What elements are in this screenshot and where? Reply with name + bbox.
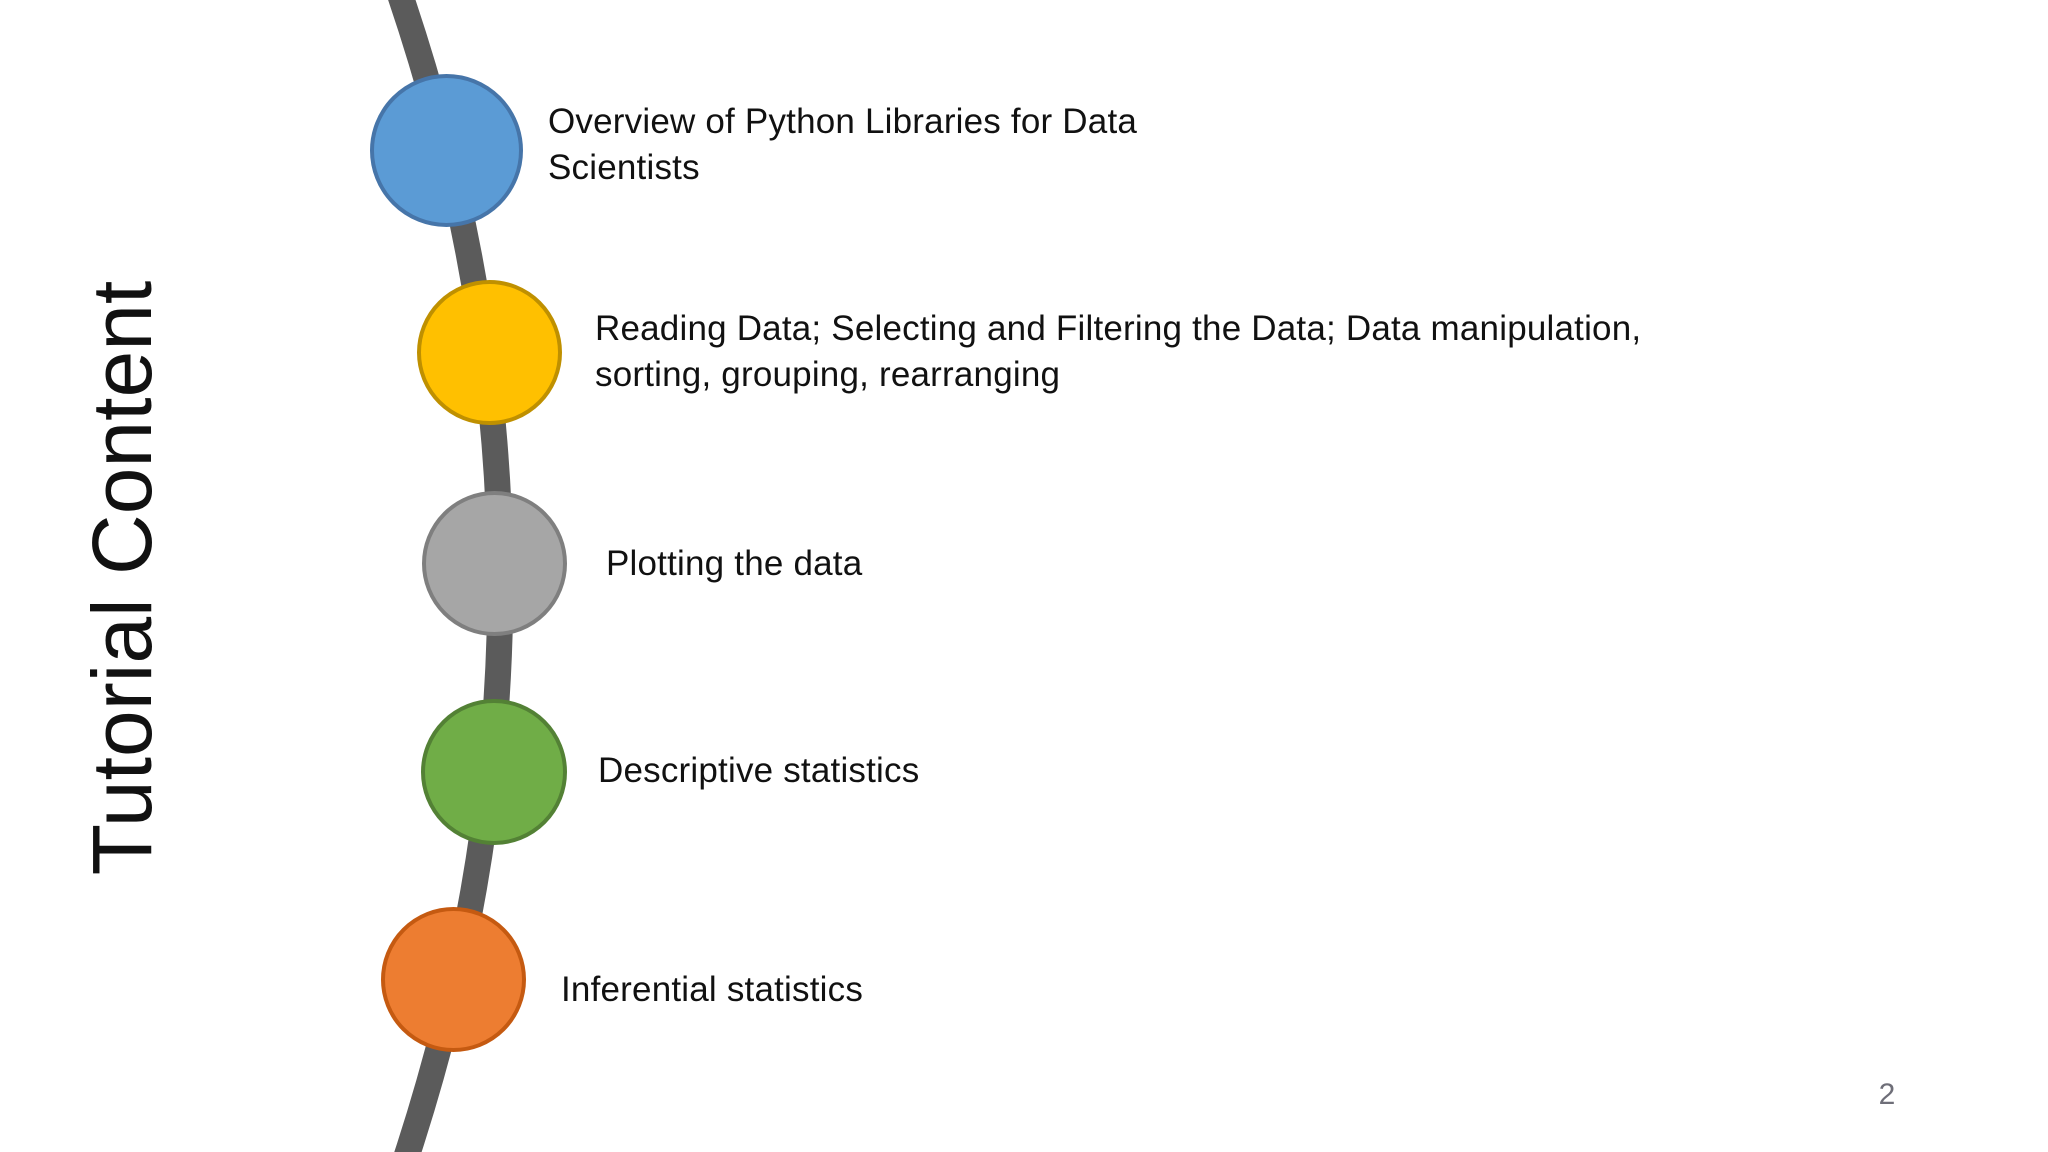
node-circle-descriptive-statistics xyxy=(421,699,567,845)
slide-title: Tutorial Content xyxy=(75,280,169,876)
node-circle-reading-data xyxy=(417,280,562,425)
node-label-overview: Overview of Python Libraries for Data Sc… xyxy=(548,102,1138,187)
node-label-descriptive-statistics: Descriptive statistics xyxy=(598,751,920,790)
node-label-plotting: Plotting the data xyxy=(606,544,863,583)
node-circle-overview xyxy=(370,74,523,227)
page-number: 2 xyxy=(1878,1078,1896,1111)
node-label-reading-data: Reading Data; Selecting and Filtering th… xyxy=(595,309,1642,394)
node-circle-inferential-statistics xyxy=(381,907,526,1052)
node-circle-plotting xyxy=(422,491,567,636)
node-label-inferential-statistics: Inferential statistics xyxy=(561,970,864,1009)
